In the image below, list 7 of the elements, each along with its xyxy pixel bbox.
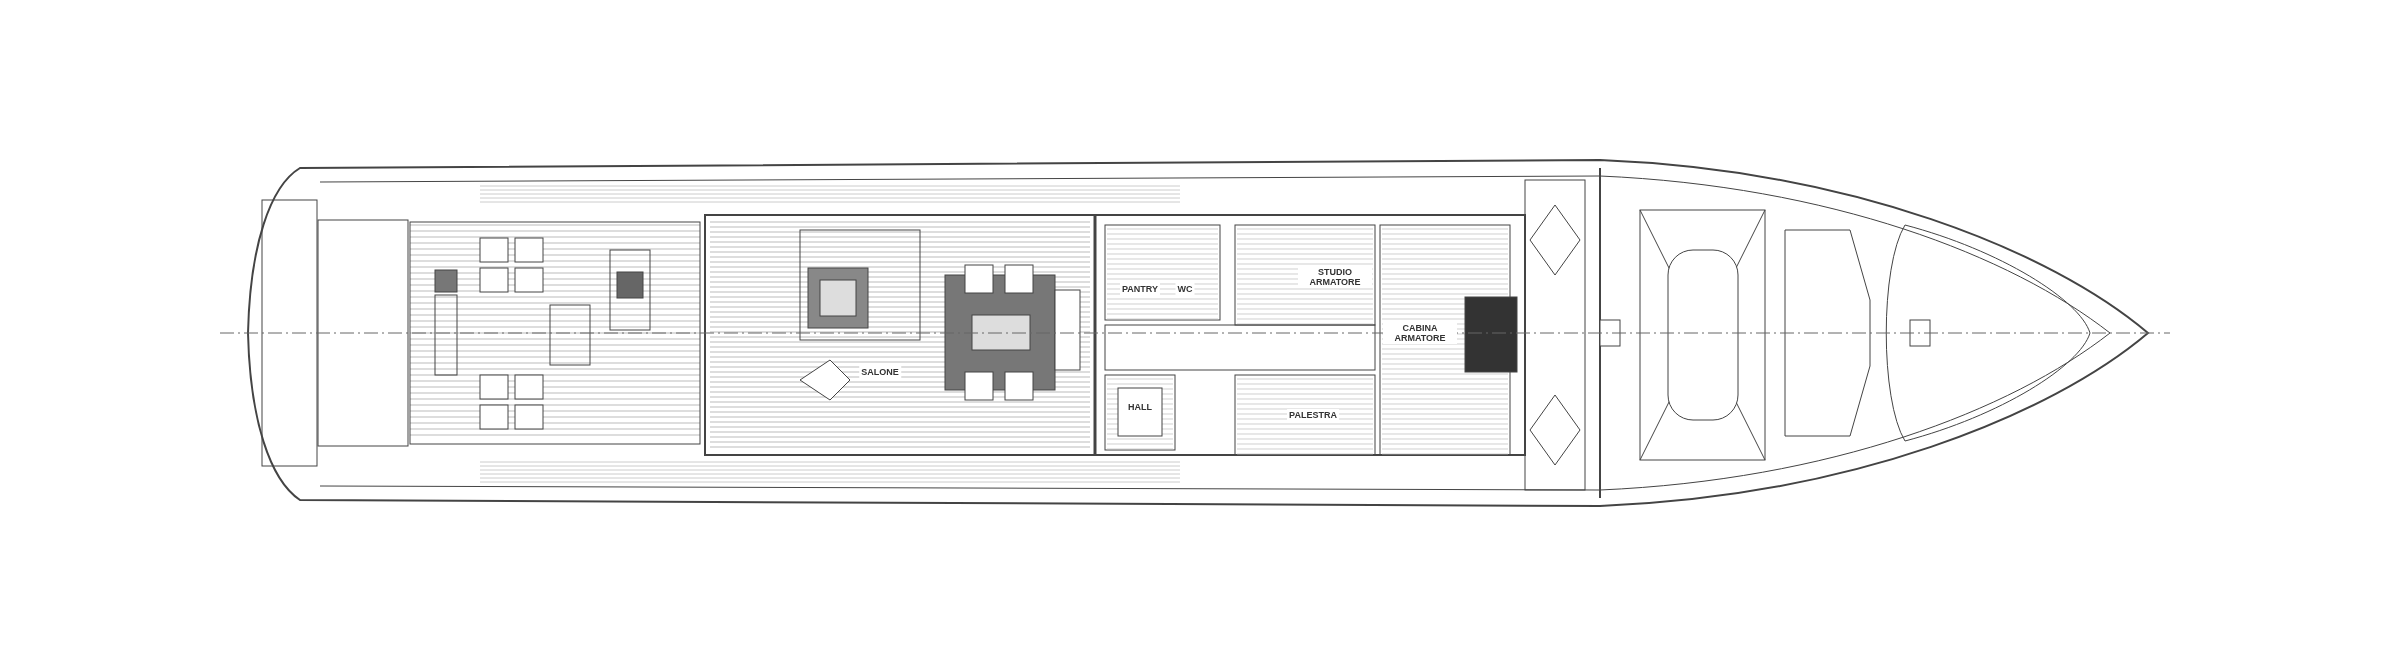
room-label: HALL [1126,401,1154,413]
room-label: PANTRY [1120,283,1160,295]
room-label: PALESTRA [1287,409,1339,421]
room-label: STUDIO ARMATORE [1298,266,1372,288]
room-label: SALONE [859,366,901,378]
room-label: CABINA ARMATORE [1383,322,1457,344]
room-label: WC [1175,283,1195,295]
